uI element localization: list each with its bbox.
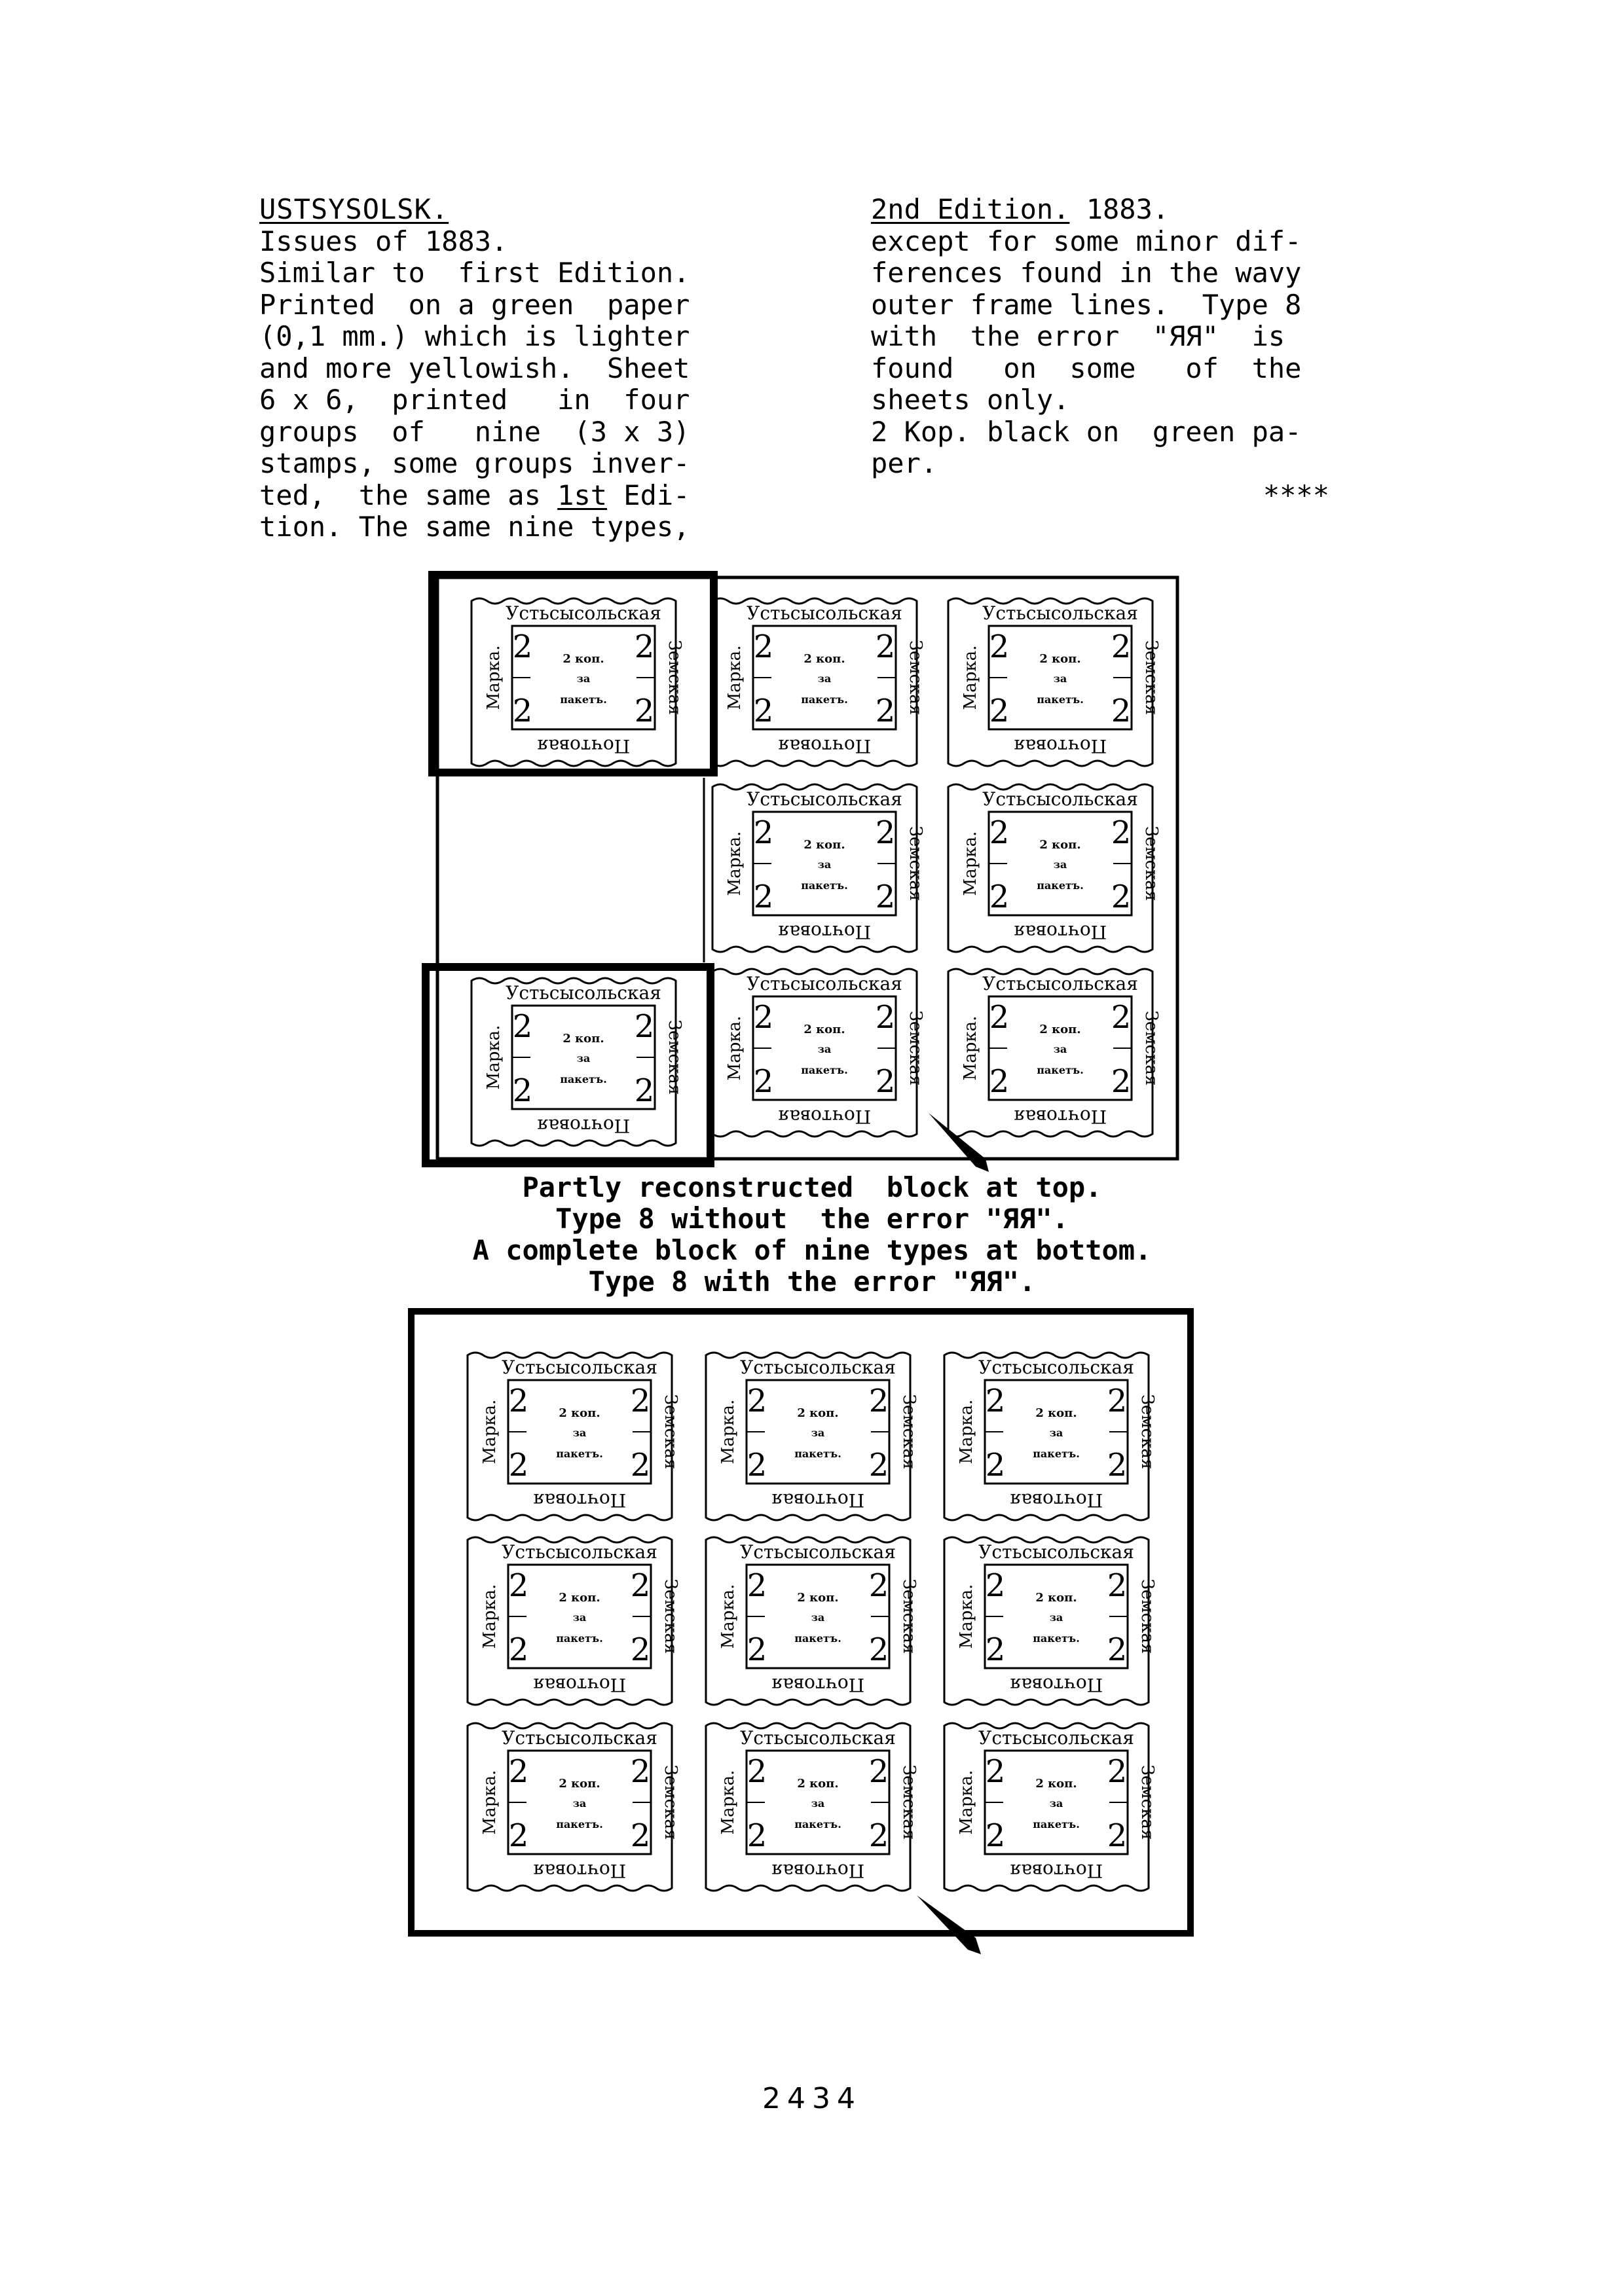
stamp <box>711 968 927 1138</box>
right-text-column: 2nd Edition. 1883. except for some minor… <box>871 193 1369 511</box>
text-line: stamps, some groups inver- <box>259 447 690 479</box>
pointer-arrow <box>917 1895 981 1954</box>
text-line: found on some of the <box>871 352 1302 384</box>
stamp <box>466 1722 682 1892</box>
text-line: (0,1 mm.) which is lighter <box>259 320 690 352</box>
section-heading: 2nd Edition. 1883. <box>871 193 1369 226</box>
left-text-column: USTSYSOLSK. Issues of 1883. Similar to f… <box>259 193 757 543</box>
text-line: 2 Kop. black on green pa- <box>871 415 1302 448</box>
caption-line: Type 8 without the error "ЯЯ". <box>555 1203 1069 1235</box>
stamp <box>943 1722 1158 1892</box>
edition-heading: 2nd Edition. <box>871 193 1070 225</box>
ornament: **** <box>1263 479 1329 511</box>
text-line: ted, the same as 1st Edi- <box>259 479 757 512</box>
text-line: outer frame lines. Type 8 <box>871 288 1302 321</box>
stamp <box>466 1351 682 1522</box>
caption-line: A complete block of nine types at bottom… <box>472 1234 1152 1266</box>
block-frame <box>408 1308 1194 1937</box>
complete-block <box>408 1308 1194 1954</box>
caption-line: Partly reconstructed block at top. <box>522 1171 1102 1203</box>
page-heading: USTSYSOLSK. <box>259 193 449 225</box>
stamp <box>466 1536 682 1706</box>
stamp <box>711 783 927 953</box>
figure-caption: Partly reconstructed block at top. Type … <box>0 1172 1624 1298</box>
text-line: with the error "ЯЯ" is <box>871 320 1285 352</box>
text-line: except for some minor dif- <box>871 225 1302 257</box>
edition-year: 1883. <box>1069 193 1170 225</box>
text-line: ferences found in the wavy <box>871 257 1302 289</box>
stamp <box>470 597 686 767</box>
underlined-word: 1st <box>557 479 608 511</box>
partly-reconstructed-block <box>422 571 1179 1172</box>
text-line: tion. The same nine types, <box>259 511 690 543</box>
stamp <box>947 968 1162 1138</box>
stamp <box>947 597 1162 767</box>
stamp <box>943 1536 1158 1706</box>
overlay-frame-bottom <box>422 963 714 1167</box>
text-line: per. <box>871 447 938 479</box>
text-line: and more yellowish. Sheet <box>259 352 690 384</box>
stamp <box>705 1351 920 1522</box>
text-line: Similar to first Edition. <box>259 257 690 289</box>
overlay-frame-top <box>428 571 718 776</box>
stamp <box>711 597 927 767</box>
pointer-arrow <box>929 1113 989 1172</box>
text-fragment: ted, the same as <box>259 479 558 511</box>
text-line: 6 x 6, printed in four <box>259 384 690 416</box>
text-line: Printed on a green paper <box>259 288 690 321</box>
text-line: groups of nine (3 x 3) <box>259 415 690 448</box>
text-fragment: Edi- <box>607 479 690 511</box>
text-line: Issues of 1883. <box>259 225 508 257</box>
caption-line: Type 8 with the error "ЯЯ". <box>588 1266 1036 1298</box>
text-line: sheets only. <box>871 384 1070 416</box>
stamp <box>470 977 686 1147</box>
page-number: 2434 <box>762 2082 862 2115</box>
stamp <box>947 783 1162 953</box>
block-frame <box>435 575 1179 1161</box>
stamp <box>705 1536 920 1706</box>
stamp <box>705 1722 920 1892</box>
stamp <box>943 1351 1158 1522</box>
